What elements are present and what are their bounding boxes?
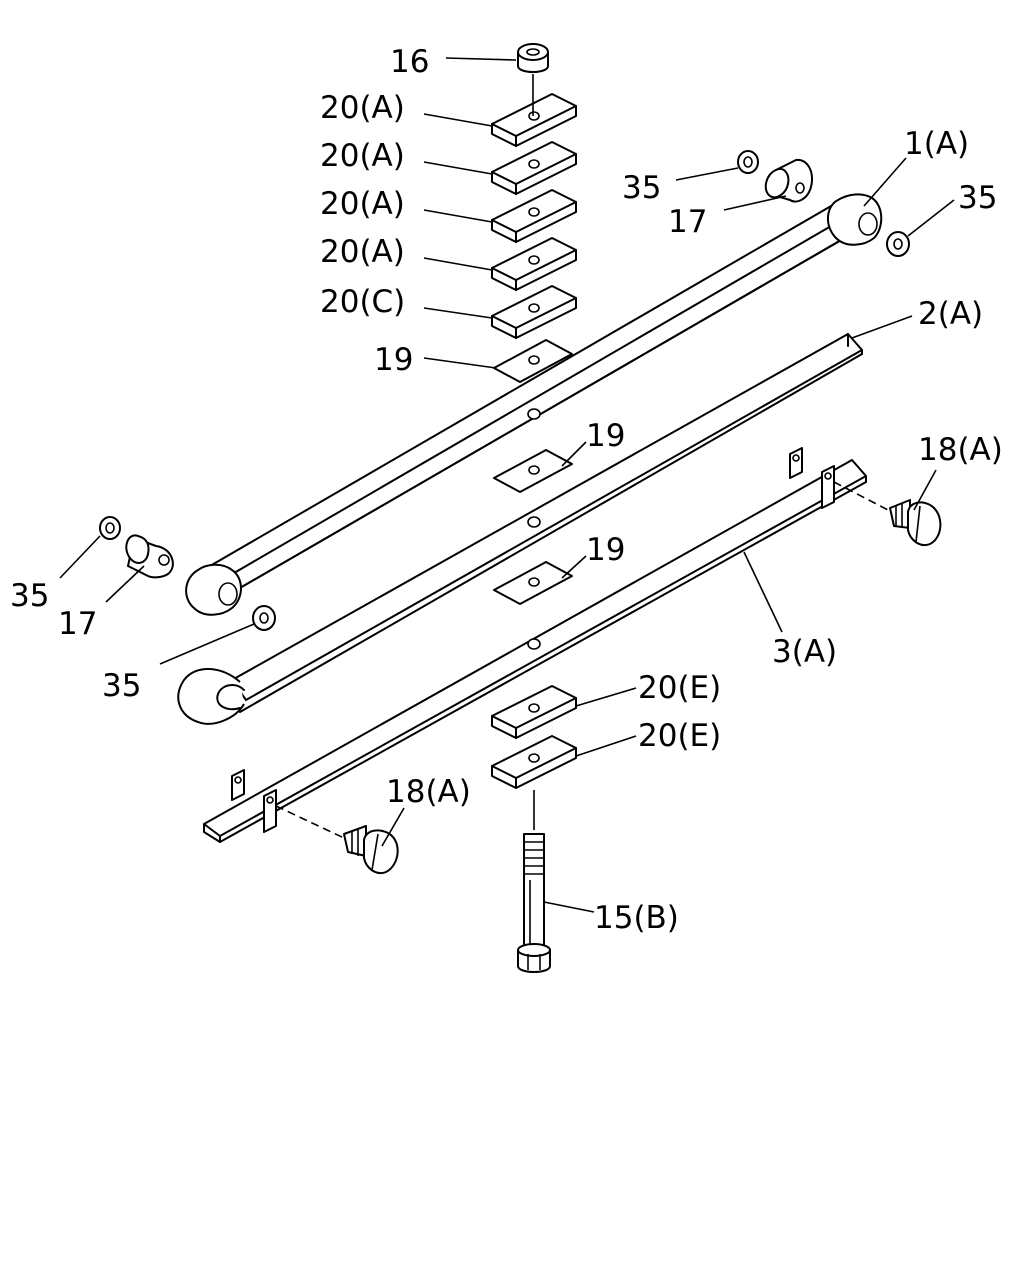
label-19-top: 19 [374,342,413,378]
nut-16 [517,43,549,116]
washer-35-lower [252,605,276,631]
spring-leaf-2a [177,333,863,725]
label-35-right: 35 [958,180,997,216]
pad-20a-2 [491,141,577,195]
label-20a-1: 20(A) [320,90,405,126]
pad-20e-2 [491,735,577,789]
insulator-19-low [493,561,573,605]
washer-35-left [99,516,121,540]
pad-20a-4 [491,237,577,291]
insulator-19-mid [493,449,573,493]
label-1a: 1(A) [904,126,969,162]
label-17-left: 17 [58,606,97,642]
label-3a: 3(A) [772,634,837,670]
label-20a-3: 20(A) [320,186,405,222]
label-20a-4: 20(A) [320,234,405,270]
label-18a-left: 18(A) [386,774,471,810]
bushing-17-top [764,158,814,203]
label-16: 16 [390,44,429,80]
label-18a-right: 18(A) [918,432,1003,468]
pad-20a-1 [491,93,577,147]
bolt-18a-right [833,481,942,546]
label-15b: 15(B) [594,900,679,936]
label-35-lower: 35 [102,668,141,704]
label-20c: 20(C) [320,284,405,320]
label-20e-1: 20(E) [638,670,721,706]
insulator-19-top [493,339,573,383]
label-2a: 2(A) [918,296,983,332]
spring-leaf-3a [203,447,867,843]
pad-20e-1 [491,685,577,739]
washer-35-right [886,231,910,257]
spring-leaf-1a [185,193,883,616]
label-20a-2: 20(A) [320,138,405,174]
center-bolt-15b [517,790,551,973]
washer-35-top [737,150,759,174]
label-19-mid: 19 [586,418,625,454]
pad-20a-3 [491,189,577,243]
label-35-top: 35 [622,170,661,206]
label-17-top: 17 [668,204,707,240]
label-35-left: 35 [10,578,49,614]
leader-lines [59,57,955,913]
bushing-17-left [125,534,174,579]
label-20e-2: 20(E) [638,718,721,754]
bolt-18a-left [275,805,399,874]
pad-20c [491,285,577,339]
label-19-low: 19 [586,532,625,568]
